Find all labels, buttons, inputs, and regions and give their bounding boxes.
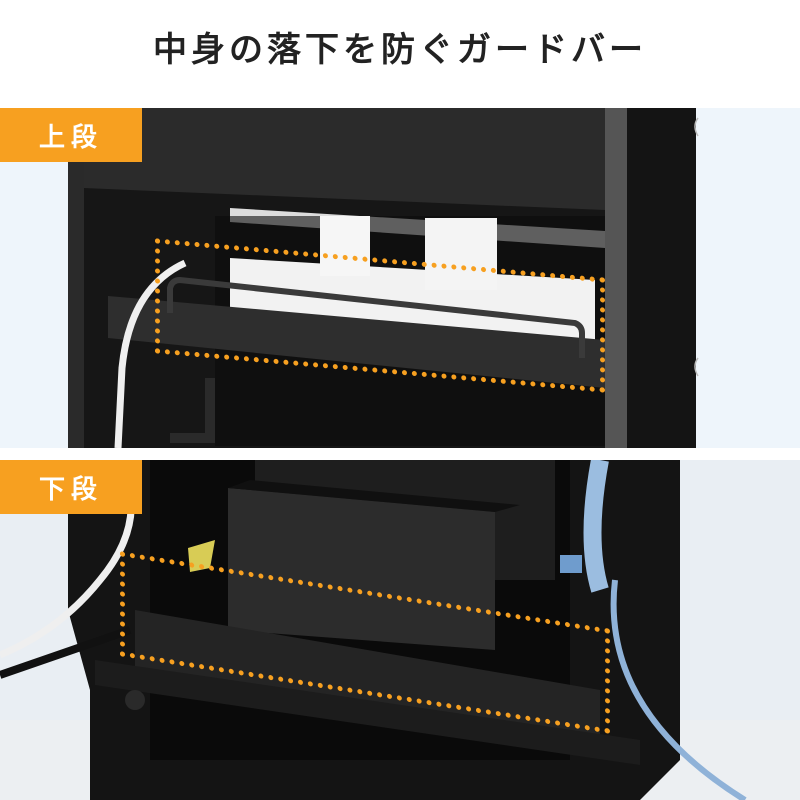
upper-shelf-photo: 上段: [0, 108, 800, 448]
page-title: 中身の落下を防ぐガードバー: [153, 30, 647, 70]
lower-shelf-label: 下段: [0, 460, 142, 514]
upper-shelf-label: 上段: [0, 108, 142, 162]
lower-shelf-photo: 下段: [0, 460, 800, 800]
upper-shelf-illustration: [68, 108, 699, 448]
lower-shelf-illustration: [0, 460, 800, 800]
